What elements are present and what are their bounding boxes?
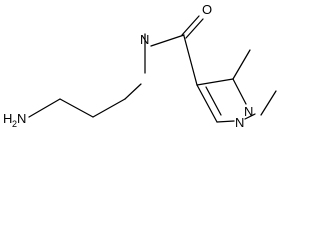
bond-c1-c2 <box>59 98 94 118</box>
bond-carbonyl-c-o-double <box>185 18 204 39</box>
bond-c4-c5 <box>196 78 234 86</box>
bond-c2-c3 <box>92 98 126 118</box>
ring-n2-label: N <box>235 115 244 130</box>
bond-nh2-c1 <box>28 98 61 118</box>
amide-n-label: N <box>140 32 149 47</box>
amine-h-subscript: 2 <box>12 119 17 129</box>
bond-carbonyl-c-o <box>181 15 200 36</box>
bond-n1-c5 <box>232 78 247 105</box>
bond-c3-amide-n <box>124 83 142 100</box>
bond-c5-methyl <box>232 49 251 80</box>
bond-n1-methyl <box>260 90 277 116</box>
bond-c4-c3ring <box>196 84 218 123</box>
carbonyl-o-label: O <box>202 2 212 17</box>
bond-c3ring-n2 <box>216 120 235 123</box>
ring-n1-label: N <box>244 104 253 119</box>
bond-n2-n1 <box>244 113 256 120</box>
bond-c4-c3ring-double <box>205 86 222 116</box>
bond-carbonyl-c-c4 <box>183 35 198 86</box>
bond-amide-n-carbonyl-c <box>150 34 185 47</box>
amine-n-label: N <box>17 111 26 126</box>
chemical-structure: H 2 N N O N N <box>3 2 277 130</box>
amine-h-label: H <box>3 111 12 126</box>
